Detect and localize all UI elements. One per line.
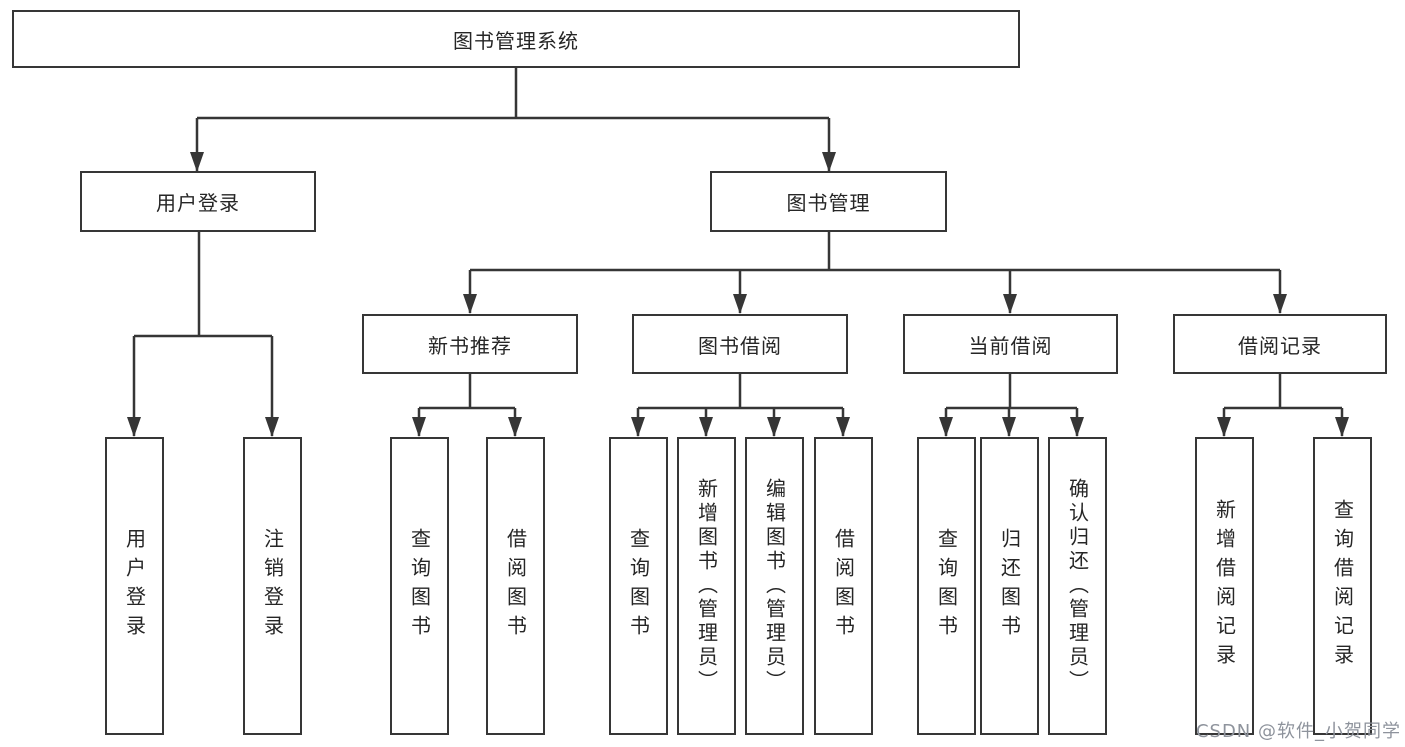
leaf-records-query-record-label: 查询借阅记录 (1330, 499, 1355, 673)
leaf-current-return-books: 归还图书 (980, 437, 1039, 735)
leaf-user-login-label: 用户登录 (122, 528, 147, 644)
leaf-recommend-query-books-label: 查询图书 (407, 528, 432, 644)
leaf-current-confirm-return-admin-label: 确认归还（管理员） (1065, 478, 1090, 694)
node-root-label: 图书管理系统 (453, 28, 579, 53)
node-book-management: 图书管理 (710, 171, 947, 232)
node-current-borrowing-label: 当前借阅 (968, 333, 1053, 358)
leaf-borrowing-edit-books-admin-label: 编辑图书（管理员） (762, 478, 787, 694)
leaf-recommend-query-books: 查询图书 (390, 437, 449, 735)
leaf-recommend-borrow-books-label: 借阅图书 (503, 528, 528, 644)
leaf-recommend-borrow-books: 借阅图书 (486, 437, 545, 735)
node-new-book-recommend: 新书推荐 (362, 314, 578, 374)
connector-paths (132, 68, 1344, 436)
leaf-borrowing-add-books-admin-label: 新增图书（管理员） (694, 478, 719, 694)
leaf-records-add-record: 新增借阅记录 (1195, 437, 1254, 735)
leaf-borrowing-query-books-label: 查询图书 (626, 528, 651, 644)
node-user-login-label: 用户登录 (156, 191, 240, 215)
node-book-management-label: 图书管理 (786, 191, 871, 215)
leaf-records-add-record-label: 新增借阅记录 (1212, 499, 1237, 673)
leaf-current-query-books-label: 查询图书 (934, 528, 959, 644)
leaf-user-login: 用户登录 (105, 437, 164, 735)
node-current-borrowing: 当前借阅 (903, 314, 1118, 374)
node-book-borrowing-label: 图书借阅 (698, 333, 782, 358)
leaf-records-query-record: 查询借阅记录 (1313, 437, 1372, 735)
leaf-current-confirm-return-admin: 确认归还（管理员） (1048, 437, 1107, 735)
leaf-logout: 注销登录 (243, 437, 302, 735)
node-user-login: 用户登录 (80, 171, 316, 232)
arrowheads (127, 152, 1349, 437)
watermark-text: CSDN @软件_小贺同学 (1195, 721, 1401, 742)
leaf-current-return-books-label: 归还图书 (997, 528, 1022, 644)
leaf-borrowing-query-books: 查询图书 (609, 437, 668, 735)
node-borrowing-records-label: 借阅记录 (1238, 333, 1322, 358)
leaf-borrowing-edit-books-admin: 编辑图书（管理员） (745, 437, 804, 735)
node-book-borrowing: 图书借阅 (632, 314, 848, 374)
leaf-current-query-books: 查询图书 (917, 437, 976, 735)
leaf-borrowing-borrow-books: 借阅图书 (814, 437, 873, 735)
node-new-book-recommend-label: 新书推荐 (428, 333, 512, 358)
leaf-logout-label: 注销登录 (260, 528, 285, 644)
node-borrowing-records: 借阅记录 (1173, 314, 1387, 374)
leaf-borrowing-add-books-admin: 新增图书（管理员） (677, 437, 736, 735)
node-root: 图书管理系统 (12, 10, 1020, 68)
leaf-borrowing-borrow-books-label: 借阅图书 (831, 528, 856, 644)
